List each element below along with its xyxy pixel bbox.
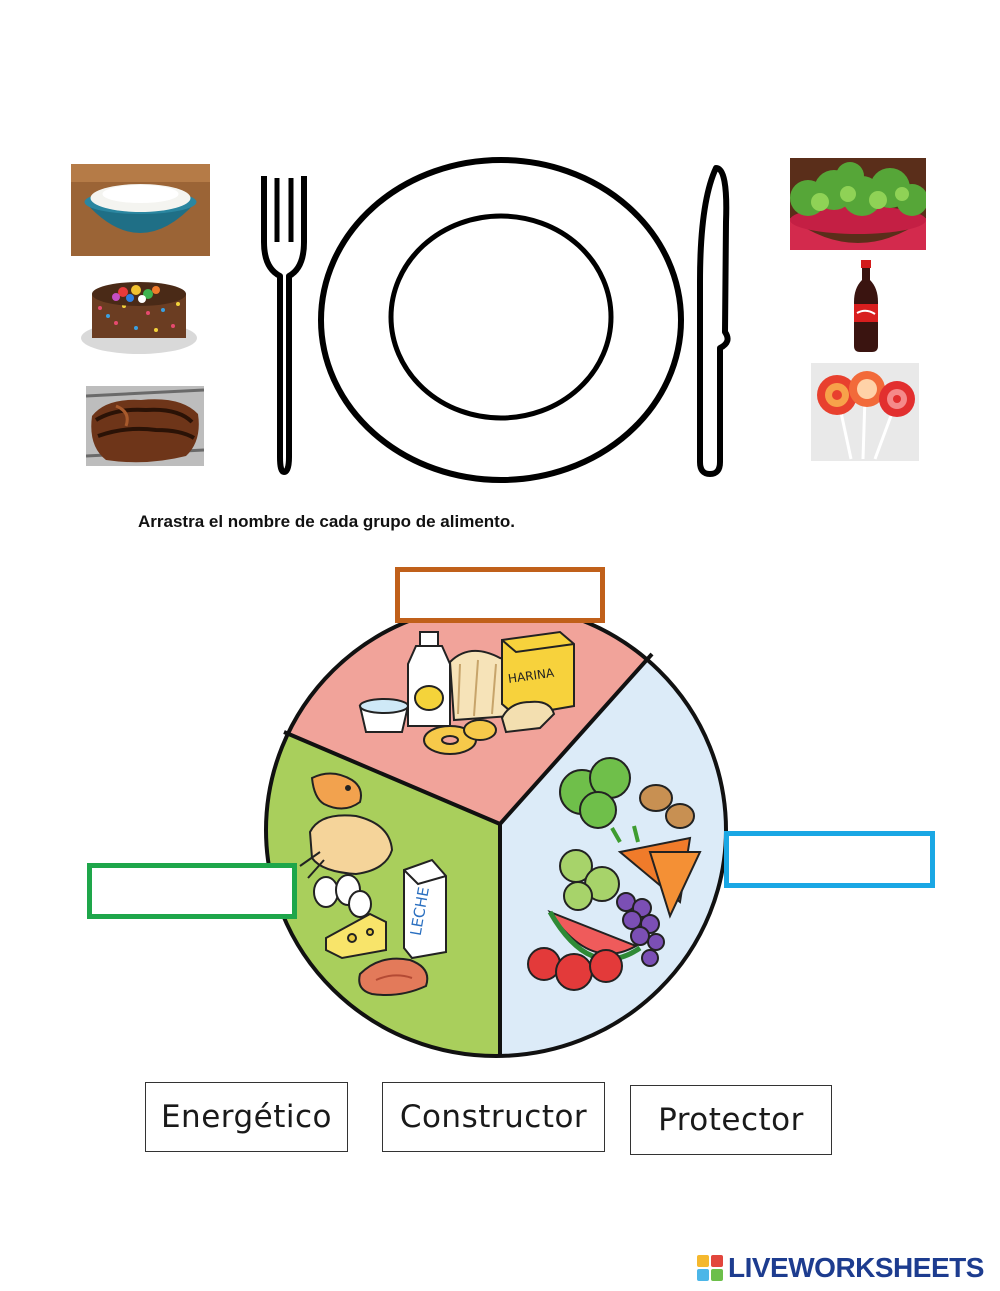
drop-zone-left[interactable] xyxy=(87,863,297,919)
grapes-icon xyxy=(616,892,665,967)
candy-cake-image xyxy=(78,268,200,360)
instruction-text: Arrastra el nombre de cada grupo de alim… xyxy=(138,512,515,531)
carrots-icon xyxy=(610,825,702,919)
lettuce-icon xyxy=(559,757,631,829)
meat-icon xyxy=(358,957,429,996)
lettuce-salad-image xyxy=(790,158,926,250)
liveworksheets-logo: LIVEWORKSHEETS xyxy=(697,1252,984,1284)
liveworksheets-logo-icon xyxy=(697,1255,723,1281)
milk-carton-icon: LECHE xyxy=(403,858,447,960)
red-apples-icon xyxy=(527,947,623,991)
fork-icon xyxy=(261,176,307,475)
fish-icon xyxy=(310,772,362,810)
plate-icon xyxy=(318,157,684,483)
brand-name: LIVEWORKSHEETS xyxy=(728,1252,984,1283)
word-card-energetico[interactable]: Energético xyxy=(145,1082,348,1152)
flour-box-icon: HARINA xyxy=(501,630,575,718)
lollipops-image xyxy=(811,363,919,461)
rice-bowl-image xyxy=(71,164,210,256)
potatoes-icon xyxy=(639,784,695,829)
bread-slice-icon xyxy=(500,700,556,734)
donut-icon xyxy=(423,719,497,755)
drop-zone-right[interactable] xyxy=(724,831,935,888)
chicken-icon xyxy=(299,814,394,879)
knife-icon xyxy=(697,165,731,477)
grilled-steak-image xyxy=(86,386,204,466)
flour-box-label: HARINA xyxy=(507,666,556,686)
yogurt-icon xyxy=(358,698,410,733)
word-card-protector[interactable]: Protector xyxy=(630,1085,832,1155)
drop-zone-top[interactable] xyxy=(395,567,605,623)
green-apples-icon xyxy=(559,849,620,911)
word-card-constructor[interactable]: Constructor xyxy=(382,1082,605,1152)
food-plate: HARINA LECHE xyxy=(264,602,728,1058)
milk-bottle-icon xyxy=(407,631,451,727)
cola-bottle-image xyxy=(846,258,886,355)
eggs-icon xyxy=(313,874,372,918)
cheese-icon xyxy=(325,912,387,960)
